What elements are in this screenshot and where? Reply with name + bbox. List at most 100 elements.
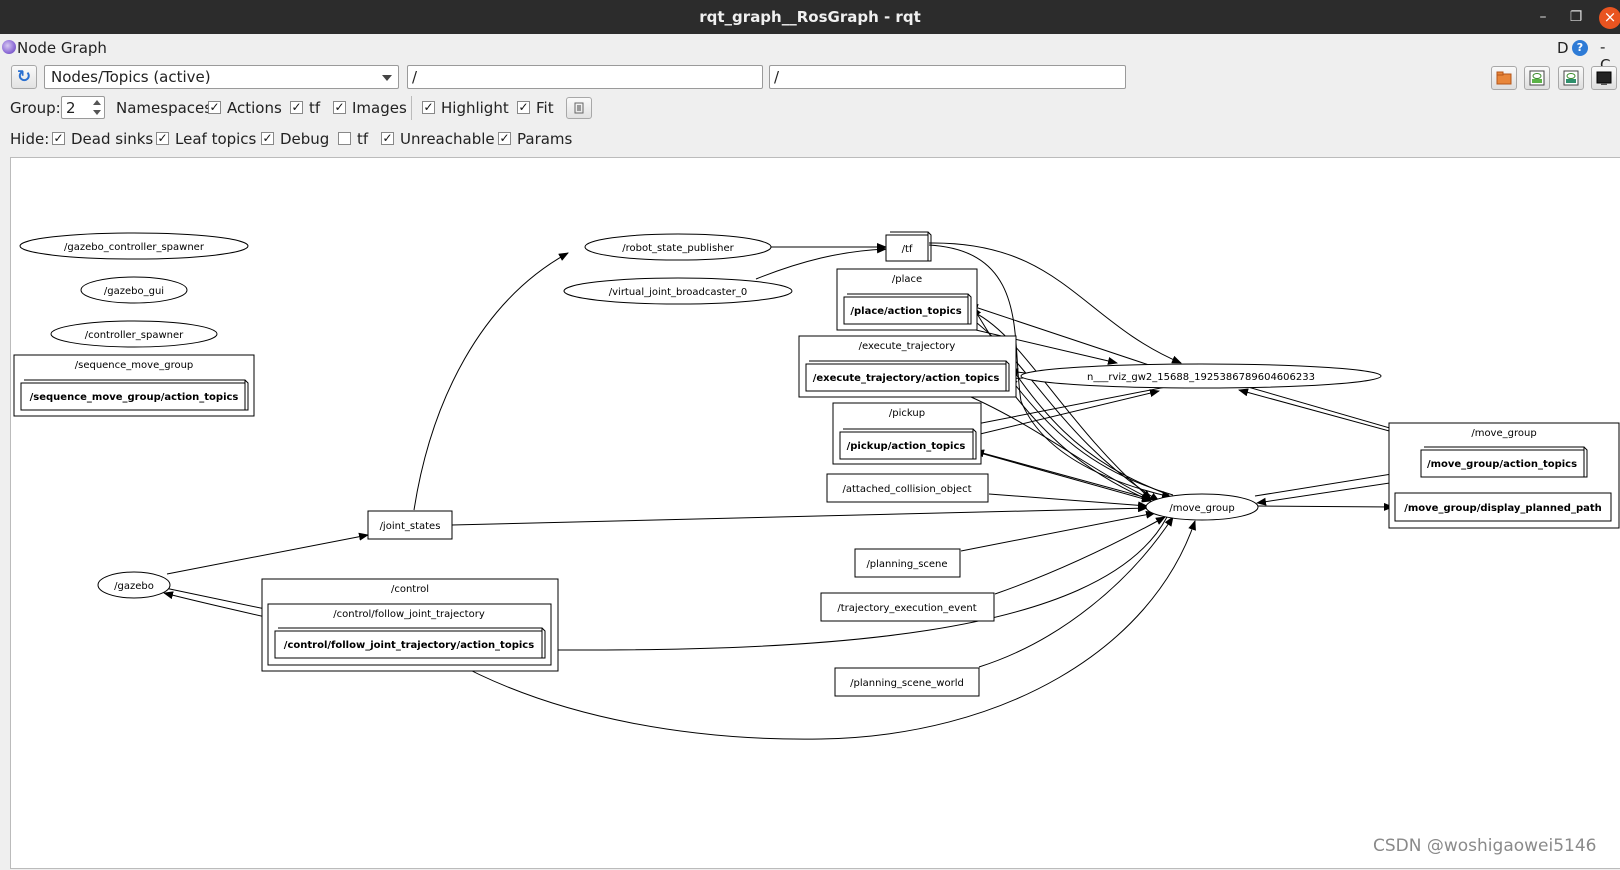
cluster-execute-trajectory[interactable]: /execute_trajectory /execute_trajectory/… <box>798 335 1017 398</box>
spin-up-icon[interactable] <box>93 100 101 105</box>
svg-text:/virtual_joint_broadcaster_0: /virtual_joint_broadcaster_0 <box>609 287 748 298</box>
params-checkbox[interactable]: ✓ <box>498 131 511 145</box>
actions-checkbox[interactable]: ✓ <box>208 100 221 114</box>
topic-joint-states[interactable]: /joint_states <box>367 510 453 540</box>
svg-text:/pickup: /pickup <box>889 408 925 419</box>
fit-in-view-button[interactable] <box>566 97 592 119</box>
svg-text:/move_group: /move_group <box>1169 503 1234 514</box>
dock-button[interactable]: D <box>1557 39 1569 57</box>
params-label[interactable]: Params <box>517 130 573 148</box>
images-label[interactable]: Images <box>352 99 407 117</box>
topic-trajectory-execution-event[interactable]: /trajectory_execution_event <box>820 592 995 622</box>
help-button[interactable]: ? <box>1572 40 1588 56</box>
node-gazebo-controller-spawner[interactable]: /gazebo_controller_spawner <box>19 232 249 260</box>
save-image-button[interactable] <box>1591 66 1617 90</box>
svg-text:/place/action_topics: /place/action_topics <box>850 306 961 317</box>
svg-text:/planning_scene_world: /planning_scene_world <box>850 678 964 689</box>
namespaces-label[interactable]: Namespaces <box>116 99 213 117</box>
dead-sinks-checkbox[interactable]: ✓ <box>52 131 65 145</box>
svg-text:/trajectory_execution_event: /trajectory_execution_event <box>837 603 976 614</box>
unreachable-label[interactable]: Unreachable <box>400 130 495 148</box>
svg-text:/sequence_move_group: /sequence_move_group <box>75 360 194 371</box>
fit-checkbox[interactable]: ✓ <box>517 100 530 114</box>
svg-text:/gazebo_controller_spawner: /gazebo_controller_spawner <box>64 242 205 253</box>
svg-text:/move_group/action_topics: /move_group/action_topics <box>1427 459 1577 470</box>
svg-text:/pickup/action_topics: /pickup/action_topics <box>847 441 966 452</box>
cluster-pickup[interactable]: /pickup /pickup/action_topics <box>832 402 982 465</box>
toolbar-separator <box>411 96 412 120</box>
svg-text:/execute_trajectory: /execute_trajectory <box>859 341 956 352</box>
chevron-down-icon <box>382 75 392 81</box>
highlight-label[interactable]: Highlight <box>441 99 509 117</box>
topic-filter-input[interactable]: / <box>769 65 1126 89</box>
actions-label[interactable]: Actions <box>227 99 282 117</box>
svg-text:/place: /place <box>892 274 922 285</box>
folder-icon <box>1496 71 1512 85</box>
svg-text:/robot_state_publisher: /robot_state_publisher <box>622 243 734 254</box>
save-svg-icon <box>1563 70 1579 86</box>
svg-text:/attached_collision_object: /attached_collision_object <box>842 484 971 495</box>
watermark: CSDN @woshigaowei5146 <box>1373 836 1597 856</box>
view-mode-select[interactable]: Nodes/Topics (active) <box>44 65 399 89</box>
tf-label[interactable]: tf <box>309 99 321 117</box>
fit-view-icon <box>574 102 584 114</box>
refresh-icon: ↻ <box>16 67 32 87</box>
leaf-topics-checkbox[interactable]: ✓ <box>156 131 169 145</box>
tf-checkbox[interactable]: ✓ <box>290 100 303 114</box>
svg-text:/control/follow_joint_trajecto: /control/follow_joint_trajectory <box>333 609 485 620</box>
spin-down-icon[interactable] <box>93 110 101 115</box>
plugin-title: Node Graph <box>17 39 107 57</box>
topic-tf[interactable]: /tf <box>885 231 932 262</box>
load-dot-button[interactable] <box>1491 66 1517 90</box>
node-robot-state-publisher[interactable]: /robot_state_publisher <box>584 233 772 261</box>
debug-checkbox[interactable]: ✓ <box>261 131 274 145</box>
save-dot-icon <box>1529 70 1545 86</box>
node-virtual-joint-broadcaster[interactable]: /virtual_joint_broadcaster_0 <box>563 277 793 305</box>
minimize-button[interactable]: – <box>1539 9 1547 25</box>
svg-text:/control/follow_joint_trajecto: /control/follow_joint_trajectory/action_… <box>284 640 534 651</box>
group-value: 2 <box>66 99 76 117</box>
cluster-move-group[interactable]: /move_group /move_group/action_topics /m… <box>1388 422 1620 529</box>
highlight-checkbox[interactable]: ✓ <box>422 100 435 114</box>
node-rviz[interactable]: n___rviz_gw2_15688_1925386789604606233 <box>1020 363 1382 389</box>
images-checkbox[interactable]: ✓ <box>333 100 346 114</box>
ros-graph[interactable]: /gazebo_controller_spawner /gazebo_gui /… <box>11 158 1620 870</box>
node-gazebo-gui[interactable]: /gazebo_gui <box>80 276 188 304</box>
node-move-group[interactable]: /move_group <box>1145 493 1259 521</box>
maximize-button[interactable]: ❐ <box>1569 9 1583 25</box>
dead-sinks-label[interactable]: Dead sinks <box>71 130 154 148</box>
plugin-header: Node Graph D ? - C <box>0 36 1620 74</box>
svg-text:/gazebo_gui: /gazebo_gui <box>104 286 164 297</box>
svg-text:/move_group: /move_group <box>1471 428 1536 439</box>
svg-text:/controller_spawner: /controller_spawner <box>85 330 184 341</box>
hide-tf-checkbox[interactable] <box>338 132 351 145</box>
graph-canvas[interactable]: /gazebo_controller_spawner /gazebo_gui /… <box>10 157 1620 869</box>
svg-text:/gazebo: /gazebo <box>114 581 154 592</box>
node-filter-input[interactable]: / <box>407 65 763 89</box>
hide-label: Hide: <box>10 130 50 148</box>
close-plugin-button[interactable]: - C <box>1600 38 1611 74</box>
hide-tf-label[interactable]: tf <box>357 130 369 148</box>
cluster-control[interactable]: /control /control/follow_joint_trajector… <box>261 578 559 672</box>
rqt-logo-icon <box>2 40 16 54</box>
topic-planning-scene-world[interactable]: /planning_scene_world <box>834 667 980 697</box>
topic-planning-scene[interactable]: /planning_scene <box>854 548 961 578</box>
close-button[interactable]: × <box>1599 7 1620 29</box>
refresh-button[interactable]: ↻ <box>11 65 37 89</box>
node-controller-spawner[interactable]: /controller_spawner <box>50 320 218 348</box>
svg-text:/execute_trajectory/action_top: /execute_trajectory/action_topics <box>813 373 1000 384</box>
svg-text:/sequence_move_group/action_to: /sequence_move_group/action_topics <box>30 392 239 403</box>
cluster-sequence-move-group[interactable]: /sequence_move_group /sequence_move_grou… <box>13 354 255 417</box>
unreachable-checkbox[interactable]: ✓ <box>381 131 394 145</box>
debug-label[interactable]: Debug <box>280 130 330 148</box>
fit-label[interactable]: Fit <box>536 99 554 117</box>
svg-text:n___rviz_gw2_15688_19253867896: n___rviz_gw2_15688_1925386789604606233 <box>1087 372 1315 383</box>
cluster-place[interactable]: /place /place/action_topics <box>836 268 978 331</box>
svg-text:/joint_states: /joint_states <box>380 521 441 532</box>
topic-attached-collision-object[interactable]: /attached_collision_object <box>826 473 989 503</box>
leaf-topics-label[interactable]: Leaf topics <box>175 130 257 148</box>
save-dot-button[interactable] <box>1524 66 1550 90</box>
group-spinbox[interactable]: 2 <box>61 96 105 119</box>
save-svg-button[interactable] <box>1558 66 1584 90</box>
node-gazebo[interactable]: /gazebo <box>97 571 171 599</box>
